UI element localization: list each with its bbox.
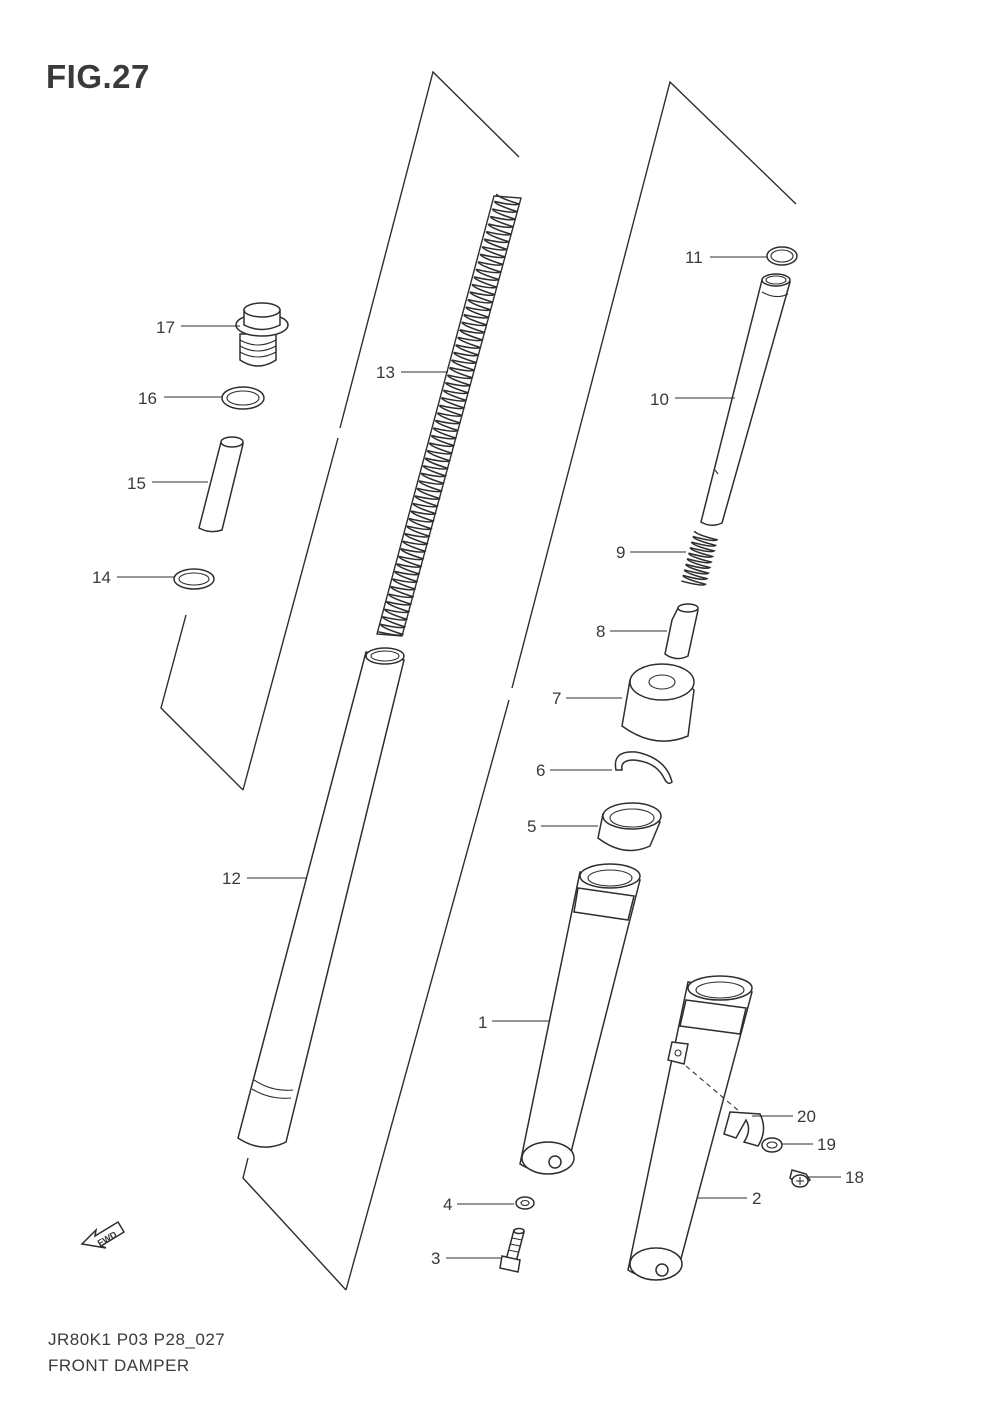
callout-label-11: 11 (685, 248, 703, 267)
assembly-frame-lines (160, 70, 797, 1291)
part-5-oil-seal (597, 802, 662, 852)
part-10-damper-rod (700, 273, 791, 526)
part-19-washer (761, 1137, 783, 1153)
callout-label-12: 12 (222, 869, 241, 888)
part-13-fork-spring (376, 193, 522, 637)
figure-name: FRONT DAMPER (48, 1356, 190, 1375)
callout-16: 16 (138, 389, 222, 408)
callout-label-14: 14 (92, 568, 111, 587)
part-18-screw (789, 1169, 812, 1188)
part-4-washer (515, 1196, 535, 1210)
part-7-dust-seal (621, 663, 695, 742)
part-15-spacer-tube (198, 436, 244, 533)
callout-13: 13 (376, 363, 448, 382)
part-17-cap-bolt (235, 302, 289, 367)
callout-14: 14 (92, 568, 174, 587)
callout-1: 1 (478, 1013, 549, 1032)
part-9-rebound-spring (681, 530, 719, 586)
callout-label-2: 2 (752, 1189, 761, 1208)
callout-5: 5 (527, 817, 598, 836)
callout-label-20: 20 (797, 1107, 816, 1126)
callout-label-18: 18 (845, 1168, 864, 1187)
callout-3: 3 (431, 1249, 501, 1268)
callout-2: 2 (698, 1189, 761, 1208)
callout-19: 19 (782, 1135, 836, 1154)
callout-8: 8 (596, 622, 667, 641)
callout-label-3: 3 (431, 1249, 440, 1268)
callout-label-16: 16 (138, 389, 157, 408)
callout-label-7: 7 (552, 689, 561, 708)
callout-6: 6 (536, 761, 612, 780)
part-3-bolt (499, 1227, 525, 1273)
callout-20: 20 (752, 1107, 816, 1126)
figure-title: FIG.27 (46, 58, 150, 95)
callout-label-1: 1 (478, 1013, 487, 1032)
callout-7: 7 (552, 689, 622, 708)
figure-code: JR80K1 P03 P28_027 (48, 1330, 226, 1349)
callout-label-17: 17 (156, 318, 175, 337)
callout-label-6: 6 (536, 761, 545, 780)
callout-label-13: 13 (376, 363, 395, 382)
part-16-o-ring (221, 386, 265, 410)
callout-11: 11 (685, 248, 767, 267)
callout-10: 10 (650, 390, 735, 409)
part-1-outer-tube (519, 863, 641, 1175)
callout-4: 4 (443, 1195, 514, 1214)
callout-label-19: 19 (817, 1135, 836, 1154)
part-20-hose-clamp (723, 1111, 765, 1147)
callout-12: 12 (222, 869, 306, 888)
callout-label-15: 15 (127, 474, 146, 493)
callouts: 1 2 3 4 5 6 7 8 9 10 11 12 13 14 15 16 1… (92, 248, 864, 1268)
callout-9: 9 (616, 543, 686, 562)
part-14-washer (173, 568, 215, 590)
part-2-outer-tube (627, 975, 753, 1281)
callout-label-9: 9 (616, 543, 625, 562)
callout-label-4: 4 (443, 1195, 452, 1214)
callout-18: 18 (808, 1168, 864, 1187)
callout-label-10: 10 (650, 390, 669, 409)
callout-label-8: 8 (596, 622, 605, 641)
fwd-arrow-icon: FWD (80, 1220, 126, 1249)
part-12-inner-tube (237, 647, 405, 1148)
part-8-oil-lock-piece (664, 603, 699, 660)
callout-17: 17 (156, 318, 240, 337)
callout-15: 15 (127, 474, 208, 493)
part-6-retaining-clip (614, 751, 673, 785)
callout-label-5: 5 (527, 817, 536, 836)
